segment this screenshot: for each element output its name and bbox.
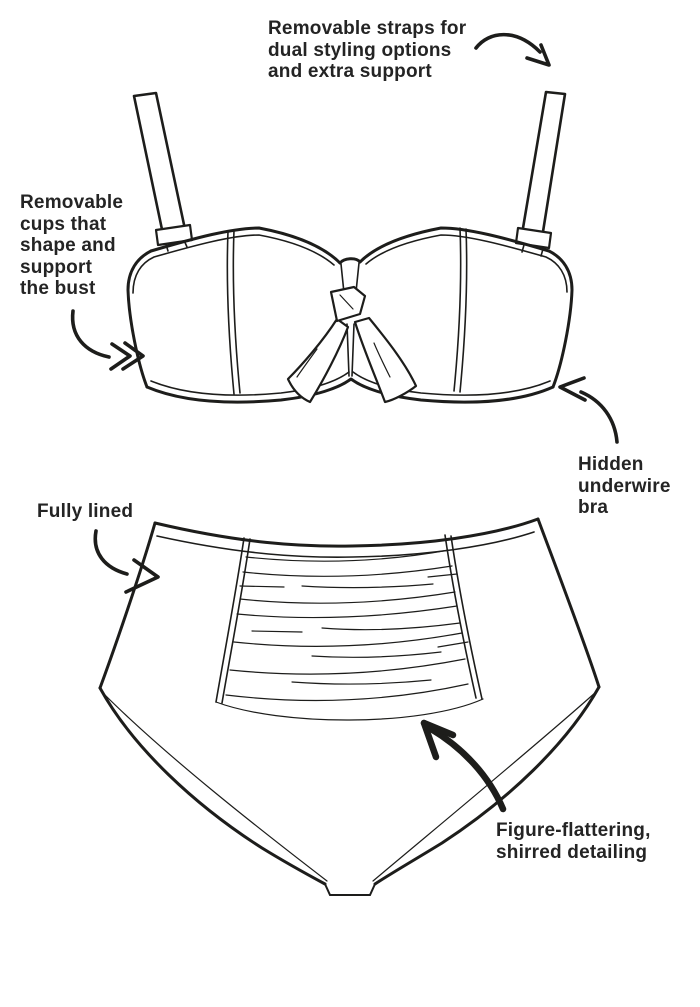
arrow-to-cups [70,309,145,371]
bikini-bottom-illustration [98,517,601,896]
label-removable-straps: Removable straps for dual styling option… [268,18,467,82]
label-shirred-detailing: Figure-flattering, shirred detailing [496,820,651,863]
label-hidden-underwire: Hidden underwire bra [578,454,671,518]
center-tie-knot [329,285,367,323]
arrow-to-lining [93,529,160,594]
arrow-to-shirring [420,719,507,813]
bikini-top-illustration [126,90,574,404]
back-edge-right [372,691,597,882]
cup-seams [226,227,468,395]
strap-left [132,91,194,252]
bottom-outline [98,517,601,896]
bandeau-outline [126,226,574,389]
strap-right [514,90,567,257]
label-removable-cups: Removable cups that shape and support th… [20,192,124,299]
shirring-lines [225,549,469,702]
underwire-band [145,371,555,404]
arrow-to-underwire [558,376,619,444]
back-edge-left [103,693,328,882]
tie-tail-left [286,317,350,404]
panel-seams [215,534,484,721]
waistband [156,531,535,558]
leg-opening-right [373,685,601,886]
arrow-to-strap [474,32,551,67]
tie-tail-right [353,316,418,404]
label-fully-lined: Fully lined [37,501,134,522]
leg-opening-left [98,686,327,886]
gusset [324,883,376,896]
